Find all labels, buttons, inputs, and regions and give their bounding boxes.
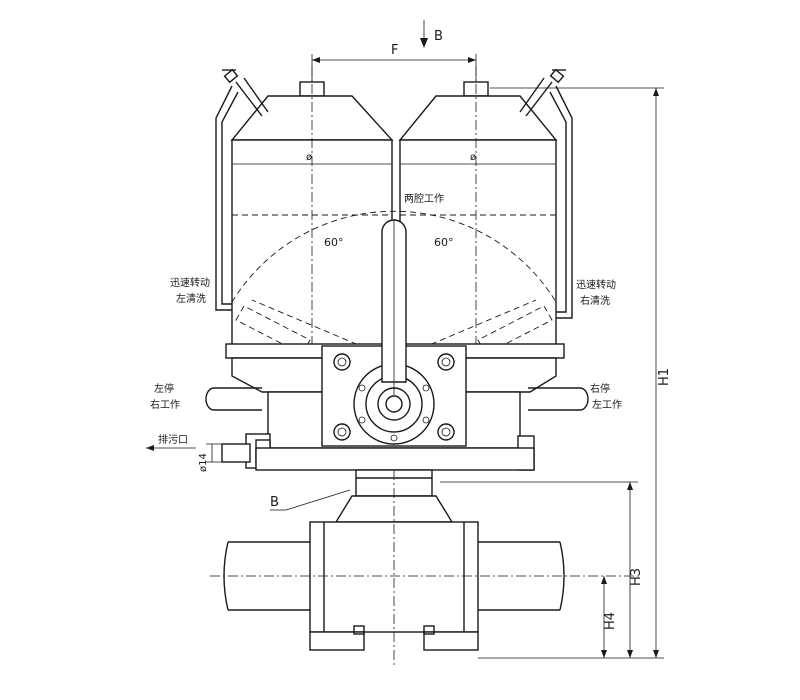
left-diameter-label: ø <box>306 152 312 163</box>
dimension-f-label: F <box>391 43 398 58</box>
dimension-f <box>311 54 477 86</box>
callout-b-leader <box>270 489 351 511</box>
dimension-h4 <box>601 576 607 658</box>
ball-valve <box>210 470 640 668</box>
right-stop-line1: 右停 <box>590 382 610 395</box>
left-stop-line1: 左停 <box>154 382 174 395</box>
handle-right-position <box>477 305 553 355</box>
angle-left-label: 60° <box>324 236 344 249</box>
drain-arrow <box>146 445 196 451</box>
left-pipe-stub <box>205 387 262 411</box>
drain-label: 排污口 <box>158 433 188 446</box>
left-vent-valve <box>215 68 269 311</box>
dimension-h3 <box>440 481 638 658</box>
dimension-h1 <box>478 87 664 659</box>
quick-rotate-right-line1: 迅速转动 <box>576 278 616 291</box>
both-chambers-label: 两腔工作 <box>404 192 444 205</box>
handle-left-position <box>235 305 311 355</box>
dimension-h4-label: H4 <box>603 612 618 630</box>
view-b-arrow <box>420 20 428 48</box>
selector-handle <box>381 219 407 395</box>
right-pipe-stub <box>528 387 589 411</box>
quick-rotate-left-line2: 左清洗 <box>176 292 206 305</box>
right-diameter-label: ø <box>470 152 476 163</box>
quick-rotate-left-line1: 迅速转动 <box>170 276 210 289</box>
dimension-d14 <box>206 443 224 463</box>
left-filter-housing <box>230 66 394 380</box>
left-stop-line2: 右工作 <box>150 398 180 411</box>
quick-rotate-right-line2: 右清洗 <box>580 294 610 307</box>
dimension-h3-label: H3 <box>629 568 644 586</box>
view-b-label: B <box>434 29 443 44</box>
feet <box>309 625 479 651</box>
dimension-h1-label: H1 <box>657 368 672 386</box>
angle-right-label: 60° <box>434 236 454 249</box>
dimension-d14-label: ø14 <box>198 453 209 472</box>
right-stop-line2: 左工作 <box>592 398 622 411</box>
right-filter-housing <box>398 66 558 380</box>
callout-b-label: B <box>270 495 279 510</box>
